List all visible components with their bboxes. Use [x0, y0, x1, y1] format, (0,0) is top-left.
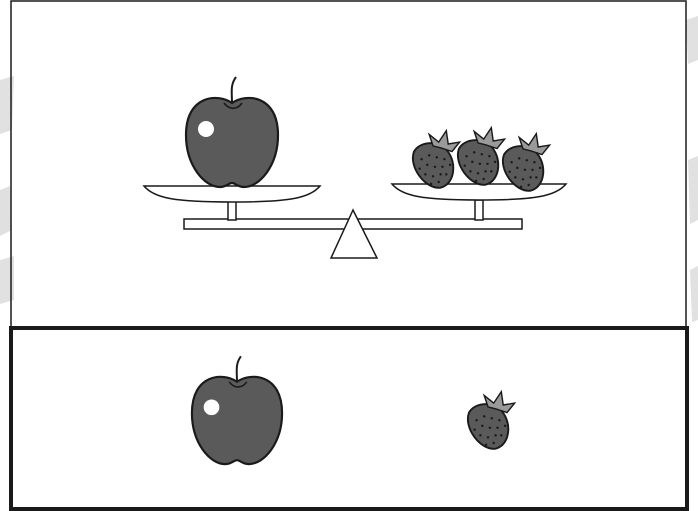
fulcrum-icon: [331, 210, 377, 258]
answer-panel-frame: [11, 328, 687, 509]
right-pan-support: [475, 200, 483, 220]
left-pan-contents: [186, 77, 278, 187]
strawberry-icon: [503, 134, 550, 191]
strawberry-icon: [413, 131, 460, 188]
scale-pan-icon: [144, 186, 320, 202]
right-pan-contents: [413, 128, 550, 191]
strawberry-icon: [458, 128, 505, 185]
apple-icon: [186, 77, 278, 187]
balance-scale: [144, 184, 566, 258]
scale-pan-icon: [392, 184, 566, 200]
background-smudges: [0, 16, 698, 322]
balance-panel-frame: [11, 1, 686, 327]
left-pan-support: [228, 200, 236, 220]
